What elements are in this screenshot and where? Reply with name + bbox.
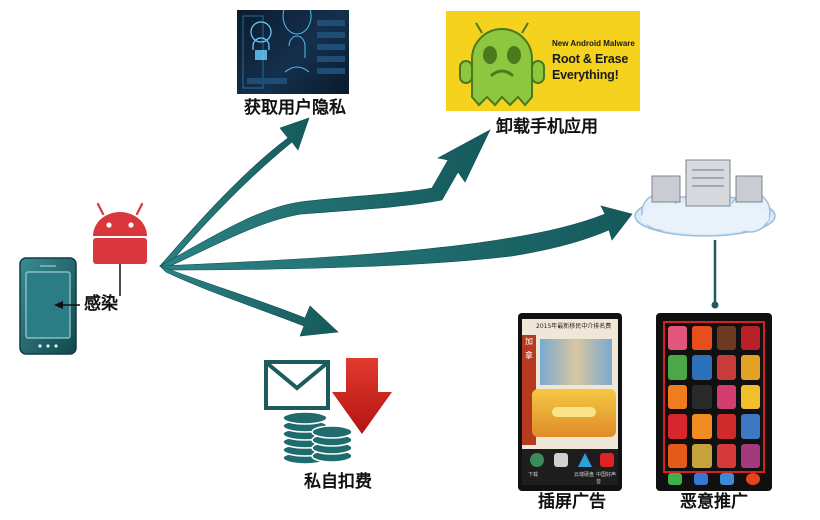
camera-icon[interactable] <box>554 453 568 467</box>
app-icon[interactable] <box>740 355 760 380</box>
malware-banner: New Android Malware Root & Erase Everyth… <box>446 11 640 111</box>
android-robot-icon <box>93 202 147 296</box>
voice-app-icon[interactable] <box>600 453 614 467</box>
fingerprint-lock-icon <box>242 10 345 89</box>
android-ghost-icon <box>459 22 545 107</box>
malicious-promotion-screenshot <box>656 313 772 491</box>
app-icon[interactable] <box>668 414 688 439</box>
cloud-connector-dot <box>711 301 719 309</box>
popup-ad-button[interactable] <box>552 407 596 417</box>
deduction-arrow-icon <box>332 358 392 434</box>
dial-icon[interactable] <box>668 473 682 485</box>
app-icon[interactable] <box>740 443 760 468</box>
dock-label-voice: 中国好声音 <box>596 472 617 485</box>
app-icon[interactable] <box>716 414 736 439</box>
app-icon[interactable] <box>716 384 736 410</box>
promo-dock <box>664 473 764 489</box>
ad-dock: 下载 云端硬盘 中国好声音 <box>522 449 618 485</box>
envelope-icon <box>264 360 330 410</box>
banner-line3: Everything! <box>552 68 619 82</box>
app-icon[interactable] <box>668 384 688 410</box>
ad-header: 2015年最新移民中介排名费 <box>536 323 612 330</box>
dock-label-drive: 云端硬盘 <box>574 472 595 478</box>
infect-label: 感染 <box>84 294 118 314</box>
app-icon[interactable] <box>668 443 688 468</box>
charge-label: 私自扣费 <box>304 472 372 492</box>
arrow-to-uninstall <box>159 129 491 269</box>
banner-line1: New Android Malware <box>552 39 635 48</box>
banner-line2: Root & Erase <box>552 52 629 66</box>
malicious-promo-label: 恶意推广 <box>680 492 748 512</box>
app-icon[interactable] <box>692 326 712 351</box>
app-grid <box>663 321 765 473</box>
coin-stack-icon <box>282 411 353 465</box>
app-icon[interactable] <box>740 414 760 439</box>
arrow-to-charge <box>159 265 339 337</box>
app-icon[interactable] <box>716 326 736 351</box>
app-icon[interactable] <box>668 355 688 380</box>
uninstall-label: 卸载手机应用 <box>496 117 598 137</box>
app-icon[interactable] <box>716 443 736 468</box>
app-icon[interactable] <box>668 326 688 351</box>
drive-icon[interactable] <box>578 453 592 467</box>
arrow-to-privacy <box>159 117 310 269</box>
download-icon[interactable] <box>530 453 544 467</box>
cloud-server-icon <box>634 159 776 237</box>
messages-icon[interactable] <box>746 473 760 485</box>
app-icon[interactable] <box>692 384 712 410</box>
popup-ads-label: 插屏广告 <box>538 492 606 512</box>
app-icon[interactable] <box>740 384 760 410</box>
ad-image <box>540 339 612 385</box>
app-icon[interactable] <box>740 326 760 351</box>
app-icon[interactable] <box>716 355 736 380</box>
infect-pointer-head <box>54 301 63 309</box>
contacts-icon[interactable] <box>694 473 708 485</box>
privacy-screenshot <box>237 10 349 94</box>
smartphone-icon <box>19 257 77 355</box>
arrow-to-cloud <box>159 205 633 271</box>
settings-icon[interactable] <box>720 473 734 485</box>
app-icon[interactable] <box>692 414 712 439</box>
app-icon[interactable] <box>692 355 712 380</box>
privacy-label: 获取用户隐私 <box>244 98 346 118</box>
dock-label-download: 下载 <box>528 472 539 478</box>
popup-ad-screenshot: 2015年最新移民中介排名费 加拿 下载 云端硬盘 中国好声音 <box>518 313 622 491</box>
app-icon[interactable] <box>692 443 712 468</box>
